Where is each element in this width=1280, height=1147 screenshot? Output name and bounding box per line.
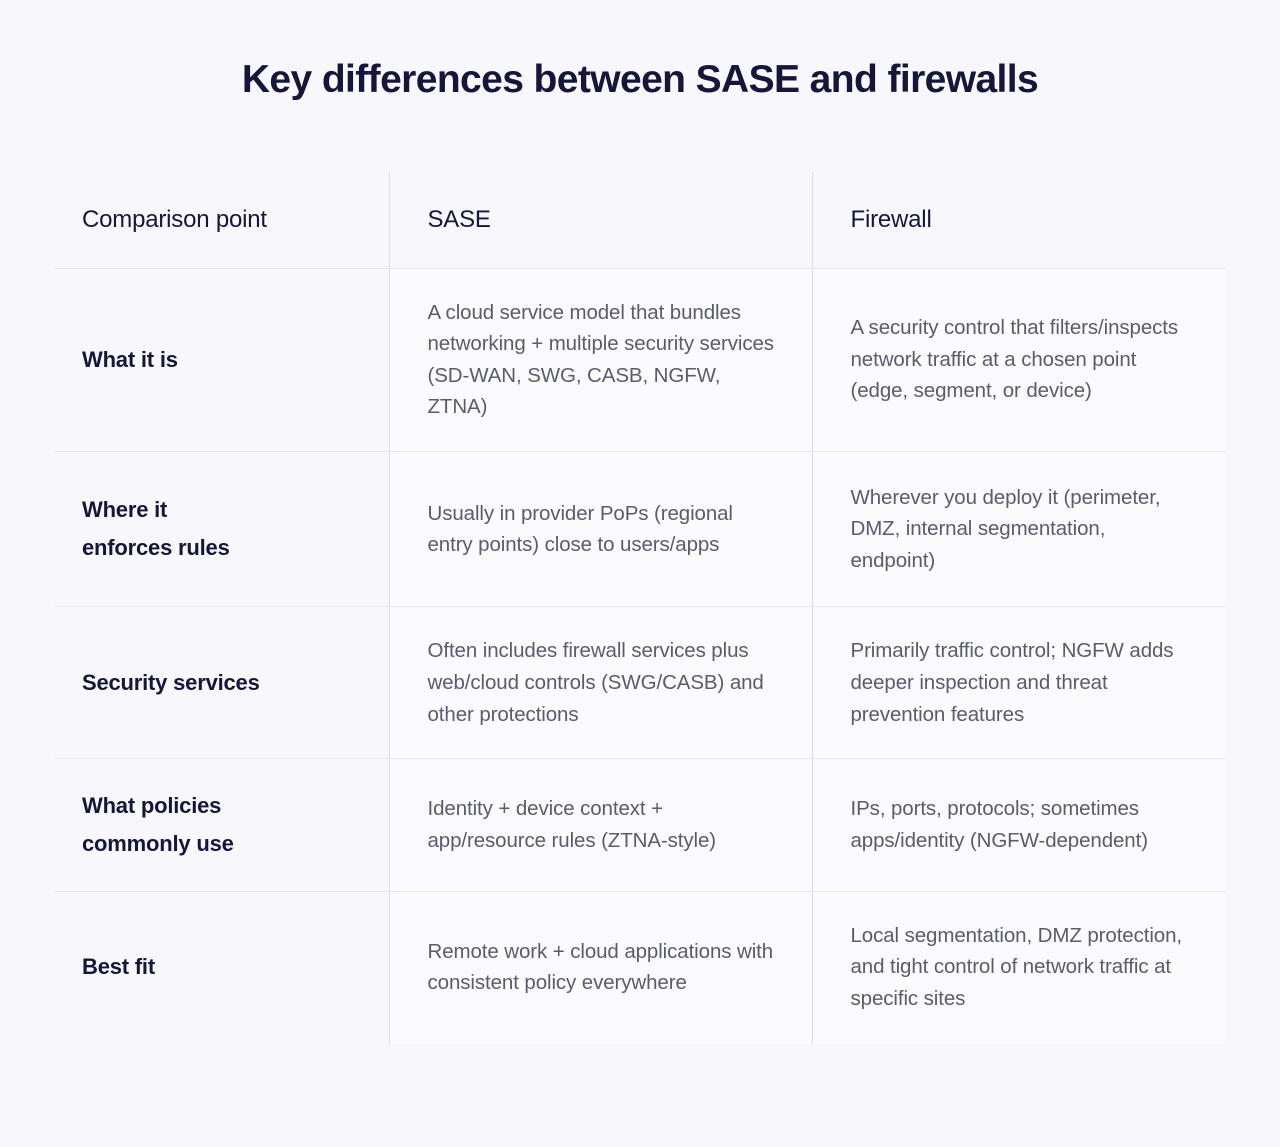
table-row: What it is A cloud service model that bu… — [55, 268, 1225, 452]
row-label-security-services: Security services — [55, 606, 389, 760]
table-body: What it is A cloud service model that bu… — [55, 268, 1225, 1045]
page-title: Key differences between SASE and firewal… — [241, 58, 1039, 101]
cell-firewall-what-it-is: A security control that filters/inspects… — [811, 268, 1225, 452]
row-label-what-it-is: What it is — [55, 268, 389, 452]
table-row: Security services Often includes firewal… — [55, 606, 1225, 760]
column-header-sase: SASE — [388, 172, 812, 269]
cell-firewall-security-services: Primarily traffic control; NGFW adds dee… — [811, 606, 1225, 760]
sase-vs-firewall-comparison-table: Comparison point SASE Firewall What it i… — [55, 172, 1225, 1045]
table-row: What policies commonly use Identity + de… — [55, 758, 1225, 892]
column-header-comparison-point: Comparison point — [55, 172, 389, 269]
row-label-where-it-enforces-rules: Where it enforces rules — [55, 451, 389, 608]
cell-firewall-best-fit: Local segmentation, DMZ protection, and … — [811, 891, 1225, 1045]
table-header: Comparison point SASE Firewall — [55, 172, 1225, 269]
row-label-what-policies-commonly-use: What policies commonly use — [55, 758, 389, 892]
cell-sase-security-services: Often includes firewall services plus we… — [388, 606, 812, 760]
table-header-row: Comparison point SASE Firewall — [55, 172, 1225, 269]
cell-sase-where-it-enforces-rules: Usually in provider PoPs (regional entry… — [388, 451, 812, 608]
table-row: Where it enforces rules Usually in provi… — [55, 451, 1225, 608]
column-header-firewall: Firewall — [811, 172, 1225, 269]
cell-sase-what-policies-commonly-use: Identity + device context + app/resource… — [388, 758, 812, 892]
cell-firewall-where-it-enforces-rules: Wherever you deploy it (perimeter, DMZ, … — [811, 451, 1225, 608]
row-label-best-fit: Best fit — [82, 954, 155, 980]
cell-firewall-what-policies-commonly-use: IPs, ports, protocols; sometimes apps/id… — [811, 758, 1225, 892]
cell-sase-what-it-is: A cloud service model that bundles netwo… — [388, 268, 812, 452]
cell-sase-best-fit: Remote work + cloud applications with co… — [388, 891, 812, 1045]
table-row: Best fit Remote work + cloud application… — [55, 891, 1225, 1045]
